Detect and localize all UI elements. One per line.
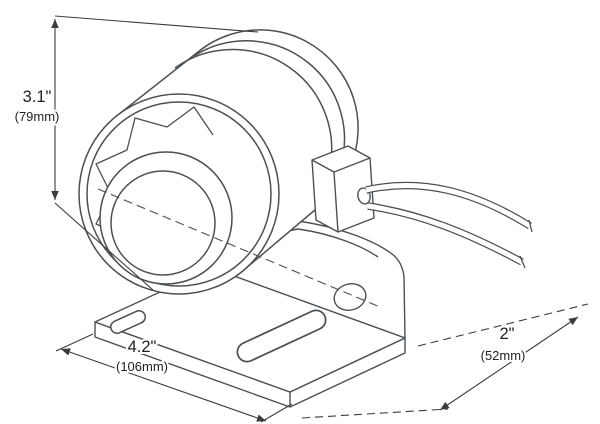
depth-value-label: 2" — [499, 325, 514, 343]
terminal-box-outline — [311, 145, 375, 233]
height-extension-top — [54, 15, 259, 33]
bracket-base — [94, 267, 406, 408]
dimension-width: 4.2" (106mm) — [55, 333, 293, 423]
wire-2-end-cut — [519, 255, 526, 269]
bracket-slot-inner — [238, 311, 325, 361]
width-extension-right — [260, 403, 293, 423]
terminal-box — [311, 145, 375, 233]
width-value-label: 4.2" — [128, 338, 157, 356]
wire-1 — [365, 183, 532, 229]
bracket-mounting-hole — [333, 283, 367, 311]
height-value-label: 3.1" — [23, 88, 52, 106]
depth-metric-label: (52mm) — [481, 348, 526, 363]
terminal-box-edges — [311, 157, 371, 233]
width-metric-label: (106mm) — [116, 359, 168, 374]
bracket-flange — [232, 220, 406, 339]
height-metric-label: (79mm) — [15, 109, 60, 124]
speaker-cone-face — [110, 170, 216, 276]
width-dimension-line — [60, 348, 267, 422]
width-extension-left — [55, 333, 94, 352]
height-extension-bottom — [54, 202, 154, 291]
housing-seam-mid — [174, 48, 333, 176]
housing-seam-back — [193, 40, 346, 172]
wire-1-end-cut — [528, 219, 533, 233]
wire-leads — [365, 181, 533, 269]
dimension-height: 3.1" (79mm) — [13, 15, 259, 291]
dimension-depth: 2" (52mm) — [301, 303, 589, 419]
depth-dimension-line — [439, 316, 579, 411]
bezel-inner-ring — [86, 101, 272, 287]
centerline — [97, 188, 381, 308]
wire-2 — [367, 203, 524, 265]
bracket-small-slot-inner — [111, 311, 145, 333]
depth-extension-lower — [301, 408, 449, 419]
